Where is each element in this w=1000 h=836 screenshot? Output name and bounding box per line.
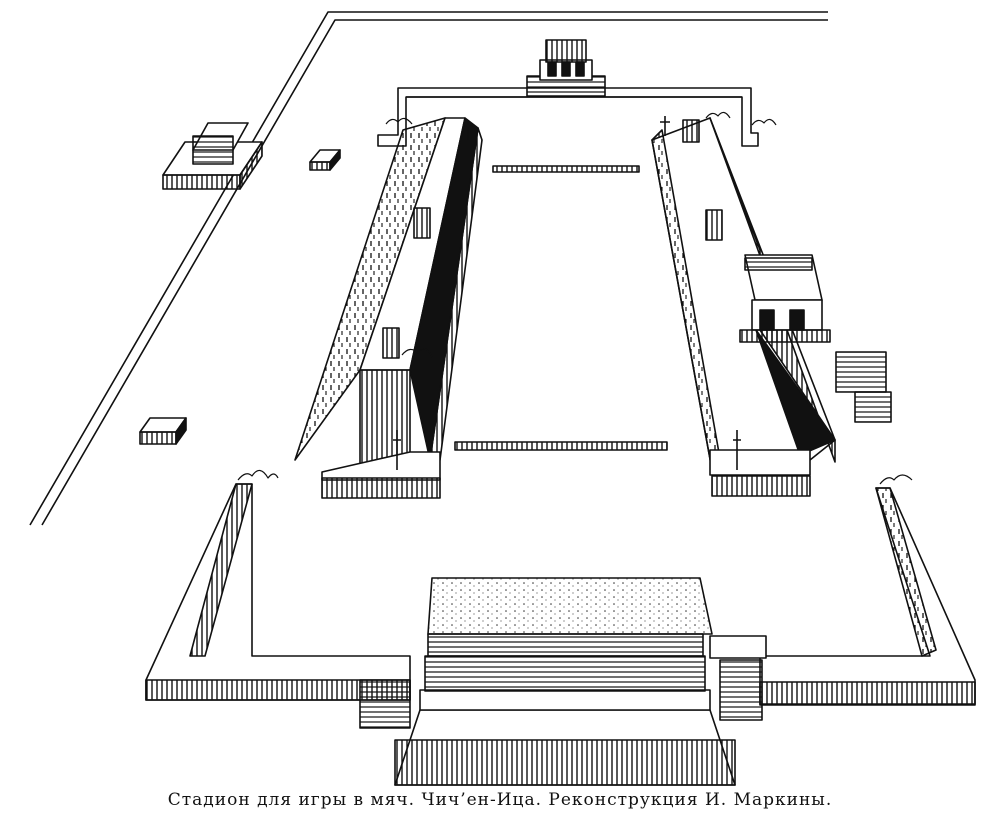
- west-ball-court-wall: [294, 117, 483, 499]
- field-marker: [454, 165, 668, 451]
- south-enclosure-wall: [145, 483, 976, 706]
- north-temple: [526, 39, 606, 97]
- small-altar: [309, 149, 341, 171]
- incense-smoke: [237, 111, 913, 485]
- south-temple: [359, 577, 767, 786]
- wall-figure: [393, 116, 741, 470]
- outer-enclosure-wall: [29, 11, 828, 526]
- temple-of-the-jaguars: [739, 254, 892, 423]
- small-altar: [139, 417, 187, 445]
- figure-caption: Стадион для игры в мяч. Чич’ен-Ица. Реко…: [167, 790, 833, 810]
- northwest-platform: [162, 122, 263, 190]
